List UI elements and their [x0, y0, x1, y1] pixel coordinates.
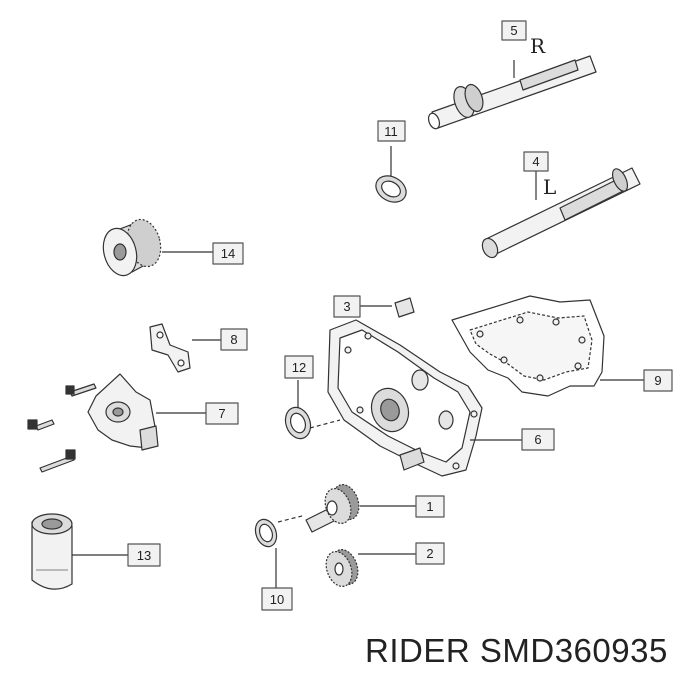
- svg-text:6: 6: [534, 432, 541, 447]
- part-14-sprocket: [102, 218, 214, 277]
- part-7-pump-body: [27, 373, 206, 473]
- part-2-driven-gear: [325, 548, 416, 588]
- svg-text:9: 9: [654, 373, 661, 388]
- svg-text:3: 3: [343, 299, 350, 314]
- part-8-bracket: [149, 323, 222, 373]
- callout-11: 11: [377, 120, 406, 142]
- callout-2: 2: [415, 542, 445, 565]
- part-1-drive-gear: [305, 483, 416, 533]
- svg-text:5: 5: [510, 23, 517, 38]
- side-label-r: R: [530, 34, 546, 58]
- callout-5: 5: [501, 20, 527, 41]
- svg-text:14: 14: [221, 246, 235, 261]
- part-13-oil-filter: [31, 513, 128, 590]
- part-11-seal: [375, 146, 407, 203]
- part-4-shaft-l: [481, 167, 641, 259]
- callout-1: 1: [415, 495, 445, 518]
- svg-text:4: 4: [532, 154, 539, 169]
- part-10-seal: [254, 515, 303, 588]
- svg-text:13: 13: [137, 548, 151, 563]
- brand-name: RIDER: [365, 632, 471, 669]
- part-6-cover-housing: [327, 319, 522, 477]
- svg-text:7: 7: [218, 406, 225, 421]
- side-label-l: L: [543, 175, 556, 199]
- svg-text:1: 1: [426, 499, 433, 514]
- callout-7: 7: [205, 402, 239, 425]
- part-9-gasket: [451, 295, 644, 397]
- svg-text:11: 11: [384, 124, 398, 139]
- callout-12: 12: [284, 355, 314, 379]
- callout-8: 8: [220, 328, 248, 351]
- callout-9: 9: [643, 369, 673, 392]
- bolt-icon: [27, 419, 55, 431]
- callout-4: 4: [523, 151, 549, 172]
- svg-text:2: 2: [426, 546, 433, 561]
- callout-3: 3: [333, 295, 361, 318]
- callout-13: 13: [127, 543, 161, 567]
- part-number: SMD360935: [479, 632, 668, 669]
- part-3-pin: [360, 297, 415, 318]
- svg-text:12: 12: [292, 360, 306, 375]
- svg-text:10: 10: [270, 592, 284, 607]
- bolt-icon: [39, 449, 76, 473]
- footer-caption: RIDER SMD360935: [365, 632, 668, 670]
- part-12-seal: [284, 380, 341, 440]
- callout-14: 14: [212, 242, 244, 265]
- part-5-shaft-r: [427, 55, 597, 130]
- svg-text:8: 8: [230, 332, 237, 347]
- callout-10: 10: [261, 587, 293, 611]
- callout-6: 6: [521, 428, 555, 451]
- bolt-icon: [65, 383, 97, 397]
